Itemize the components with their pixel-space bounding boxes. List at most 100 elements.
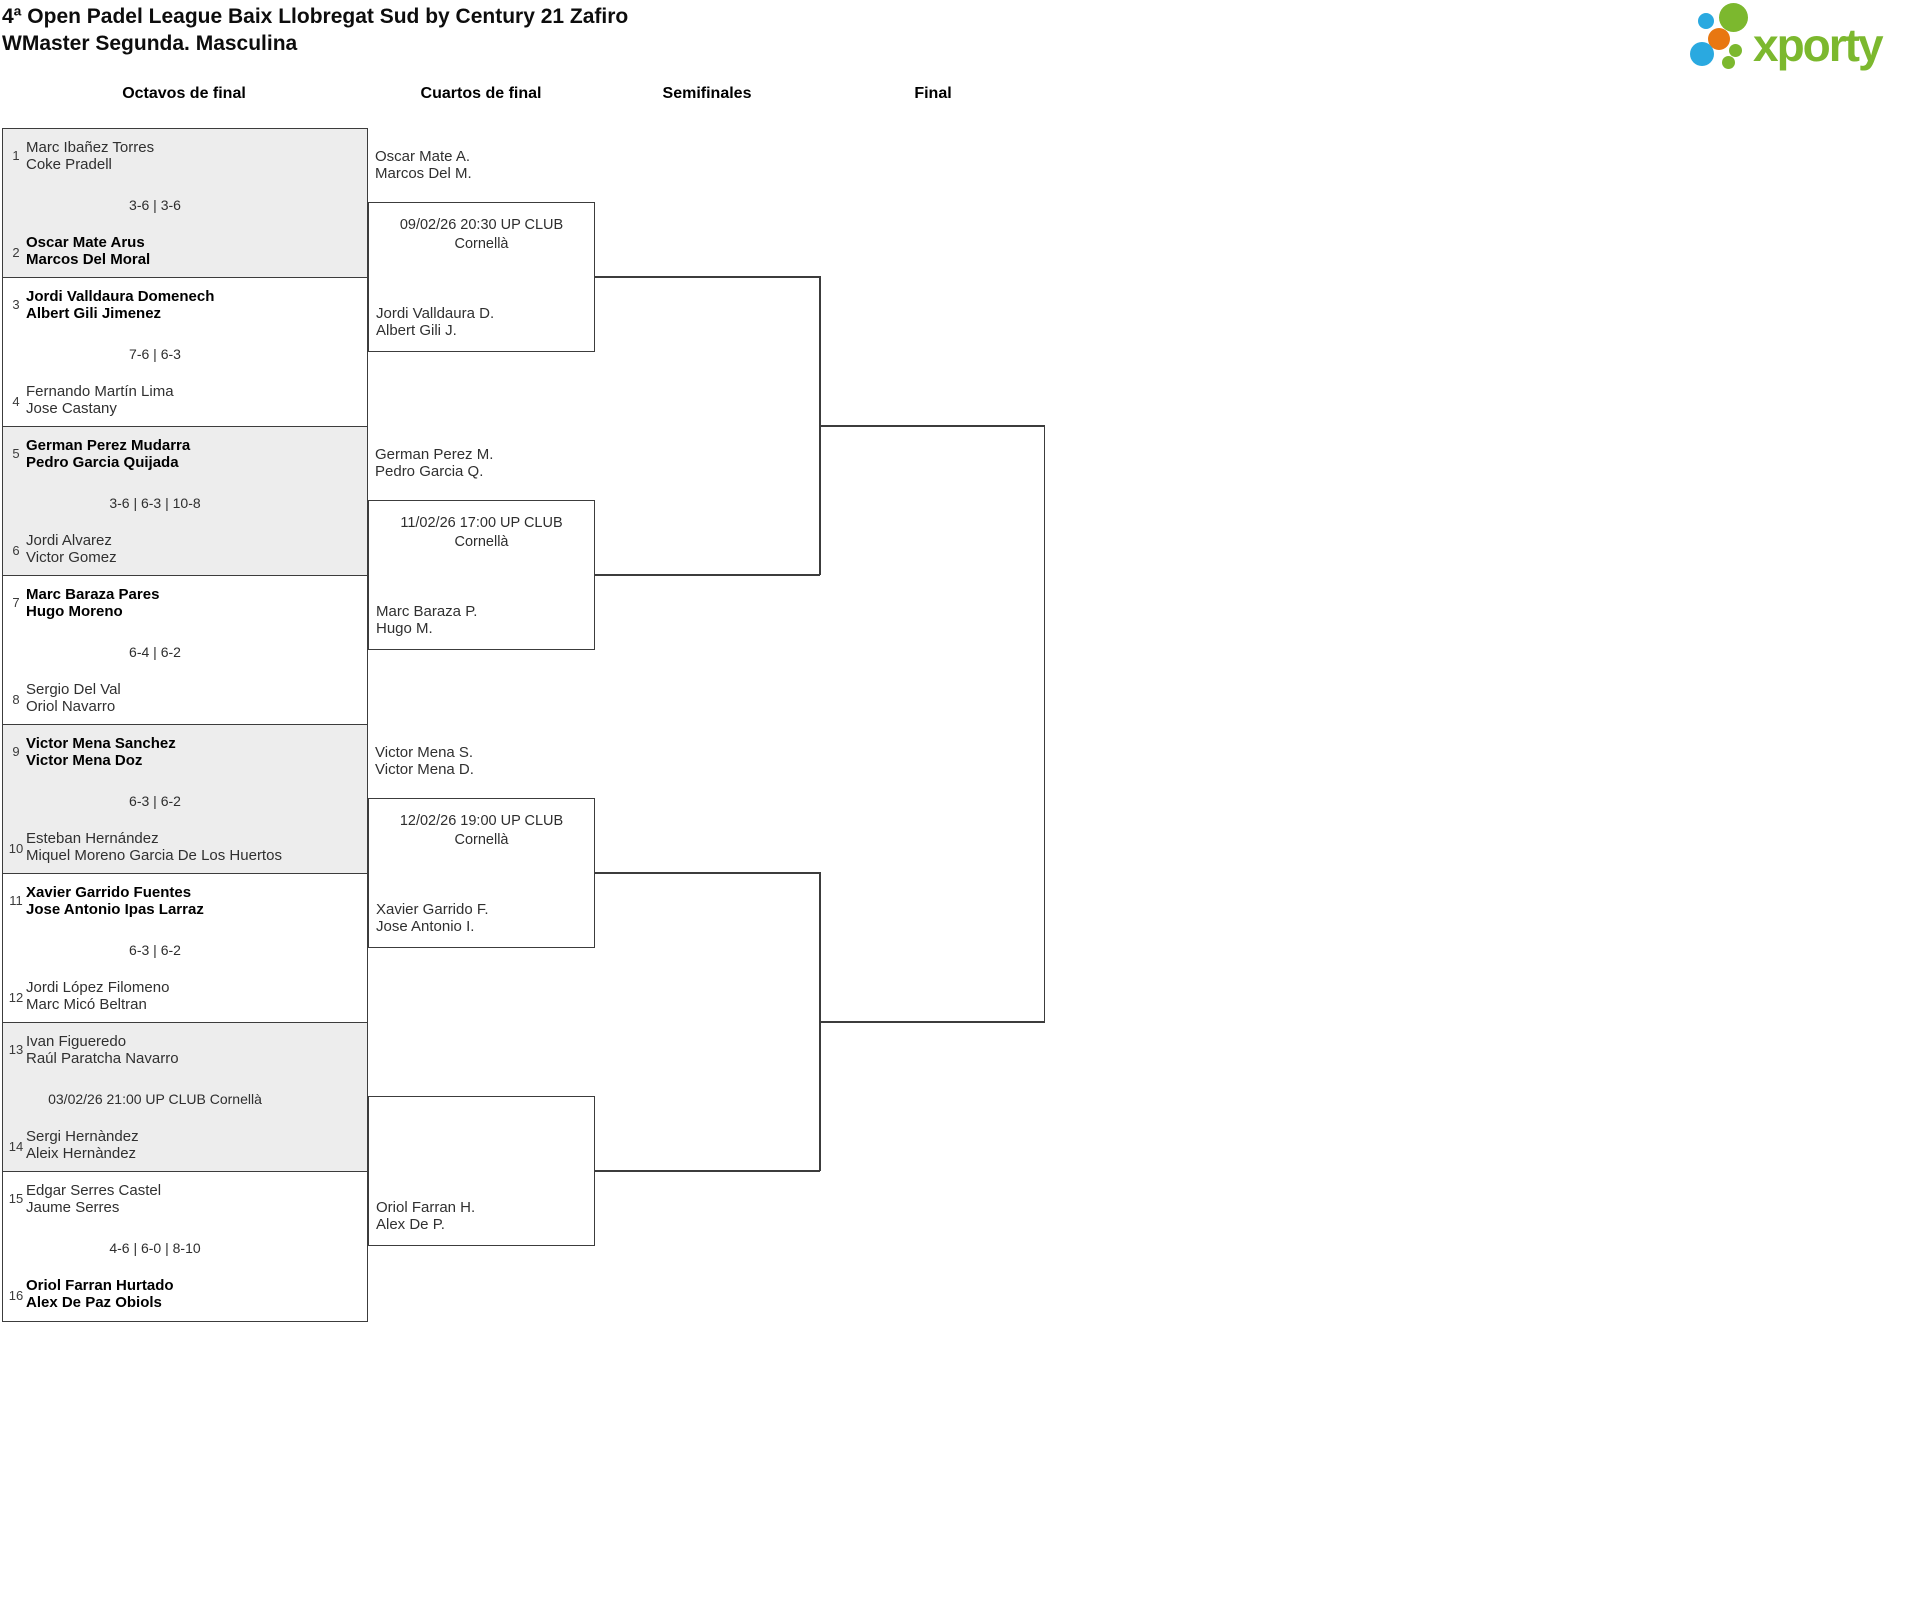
round-header-cuartos: Cuartos de final <box>420 85 542 102</box>
player-name: Raúl Paratcha Navarro <box>26 1050 179 1067</box>
cuartos-1-team-bottom[interactable]: Jordi Valldaura D. Albert Gili J. <box>376 305 494 339</box>
octavos-match-3: 5 German Perez Mudarra Pedro Garcia Quij… <box>2 426 368 577</box>
team-names[interactable]: Marc Baraza Pares Hugo Moreno <box>26 586 361 620</box>
match-schedule: 09/02/26 20:30 UP CLUB Cornellà <box>369 216 594 254</box>
seed-number: 13 <box>8 1042 24 1057</box>
logo-wordmark: xporty <box>1753 19 1884 71</box>
team-names[interactable]: German Perez Mudarra Pedro Garcia Quijad… <box>26 437 361 471</box>
player-name: Hugo Moreno <box>26 603 123 620</box>
octavos-match-2: 3 Jordi Valldaura Domenech Albert Gili J… <box>2 277 368 428</box>
seed-number: 11 <box>9 893 23 908</box>
player-name: Jaume Serres <box>26 1199 120 1216</box>
logo-dot-green-small-bottom <box>1722 56 1735 69</box>
match-score: 6-4 | 6-2 <box>129 644 181 660</box>
connector-line <box>819 425 1045 427</box>
schedule-datetime: 12/02/26 19:00 UP CLUB <box>399 813 564 829</box>
xporty-logo[interactable]: xporty <box>1685 0 1913 80</box>
player-name: Jose Antonio Ipas Larraz <box>26 901 204 918</box>
player-name: Marc Ibañez Torres <box>26 139 155 156</box>
seed-number: 2 <box>12 244 20 260</box>
player-name: Xavier Garrido F. <box>376 901 489 918</box>
player-name: Hugo M. <box>376 620 433 637</box>
cuartos-2-team-top[interactable]: German Perez M. Pedro Garcia Q. <box>375 446 587 480</box>
player-name: Xavier Garrido Fuentes <box>26 884 192 901</box>
octavos-match-4: 7 Marc Baraza Pares Hugo Moreno 6-4 | 6-… <box>2 575 368 726</box>
match-schedule: 12/02/26 19:00 UP CLUB Cornellà <box>369 812 594 850</box>
team-names[interactable]: Jordi Valldaura Domenech Albert Gili Jim… <box>26 288 361 322</box>
schedule-venue: Cornellà <box>454 236 509 252</box>
player-name: German Perez M. <box>375 446 494 463</box>
seed-number: 7 <box>12 595 20 610</box>
team-names[interactable]: Sergio Del Val Oriol Navarro <box>26 681 361 715</box>
player-name: Albert Gili J. <box>376 322 457 339</box>
player-name: Oscar Mate A. <box>375 148 471 165</box>
player-name: Oriol Farran Hurtado <box>26 1276 174 1294</box>
connector-line <box>594 872 820 874</box>
seed-number: 9 <box>12 744 20 759</box>
octavos-match-1: 1 Marc Ibañez Torres Coke Pradell 3-6 | … <box>2 128 368 279</box>
player-name: Jordi Valldaura D. <box>376 305 495 322</box>
team-names[interactable]: Fernando Martín Lima Jose Castany <box>26 383 361 417</box>
team-names[interactable]: Xavier Garrido Fuentes Jose Antonio Ipas… <box>26 884 361 918</box>
match-schedule: 03/02/26 21:00 UP CLUB Cornellà <box>48 1091 262 1107</box>
connector-line <box>594 1170 820 1172</box>
cuartos-3-team-bottom[interactable]: Xavier Garrido F. Jose Antonio I. <box>376 901 489 935</box>
cuartos-match-2: 11/02/26 17:00 UP CLUB Cornellà Marc Bar… <box>368 500 595 650</box>
player-name: Alex De P. <box>376 1216 445 1233</box>
cuartos-match-3: 12/02/26 19:00 UP CLUB Cornellà Xavier G… <box>368 798 595 948</box>
team-names[interactable]: Jordi Alvarez Victor Gomez <box>26 532 361 566</box>
logo-dot-blue-small <box>1698 13 1714 29</box>
seed-number: 4 <box>12 393 20 409</box>
page-title: 4ª Open Padel League Baix Llobregat Sud … <box>2 3 628 57</box>
player-name: Ivan Figueredo <box>26 1033 127 1050</box>
cuartos-4-team-bottom[interactable]: Oriol Farran H. Alex De P. <box>376 1199 475 1233</box>
seed-number: 15 <box>8 1191 24 1206</box>
seed-number: 5 <box>12 446 20 461</box>
seed-number: 16 <box>8 1287 24 1303</box>
match-score: 3-6 | 6-3 | 10-8 <box>109 495 201 511</box>
team-names[interactable]: Jordi López Filomeno Marc Micó Beltran <box>26 979 361 1013</box>
logo-dot-blue-large <box>1690 42 1714 66</box>
player-name: Victor Mena D. <box>375 761 474 778</box>
player-name: Marc Baraza Pares <box>26 586 160 603</box>
match-score: 4-6 | 6-0 | 8-10 <box>109 1240 201 1256</box>
player-name: Esteban Hernández <box>26 829 159 847</box>
player-name: Pedro Garcia Quijada <box>26 454 179 471</box>
logo-dot-orange <box>1708 28 1730 50</box>
player-name: Sergi Hernàndez <box>26 1127 139 1145</box>
cuartos-2-team-bottom[interactable]: Marc Baraza P. Hugo M. <box>376 603 477 637</box>
octavos-match-7: 13 Ivan Figueredo Raúl Paratcha Navarro … <box>2 1022 368 1173</box>
seed-number: 8 <box>12 691 20 707</box>
connector-line <box>594 276 820 278</box>
octavos-match-5: 9 Victor Mena Sanchez Victor Mena Doz 6-… <box>2 724 368 875</box>
match-score: 7-6 | 6-3 <box>129 346 181 362</box>
player-name: Jose Castany <box>26 399 117 417</box>
team-names[interactable]: Edgar Serres Castel Jaume Serres <box>26 1182 361 1216</box>
player-name: Fernando Martín Lima <box>26 382 174 400</box>
team-names[interactable]: Oriol Farran Hurtado Alex De Paz Obiols <box>26 1277 361 1311</box>
team-names[interactable]: Victor Mena Sanchez Victor Mena Doz <box>26 735 361 769</box>
cuartos-match-4: Oriol Farran H. Alex De P. <box>368 1096 595 1246</box>
seed-number: 6 <box>12 542 20 558</box>
player-name: Jordi Valldaura Domenech <box>26 288 215 305</box>
seed-number: 10 <box>8 840 24 856</box>
match-score: 6-3 | 6-2 <box>129 793 181 809</box>
team-names[interactable]: Esteban Hernández Miquel Moreno Garcia D… <box>26 830 361 864</box>
player-name: German Perez Mudarra <box>26 437 191 454</box>
connector-line <box>594 574 820 576</box>
cuartos-3-team-top[interactable]: Victor Mena S. Victor Mena D. <box>375 744 587 778</box>
player-name: Marcos Del M. <box>375 165 472 182</box>
match-schedule: 11/02/26 17:00 UP CLUB Cornellà <box>369 514 594 552</box>
player-name: Oscar Mate Arus <box>26 233 145 251</box>
octavos-match-8: 15 Edgar Serres Castel Jaume Serres 4-6 … <box>2 1171 368 1322</box>
team-names[interactable]: Marc Ibañez Torres Coke Pradell <box>26 139 361 173</box>
schedule-datetime: 09/02/26 20:30 UP CLUB <box>399 217 564 233</box>
logo-dot-green-large <box>1719 3 1748 32</box>
player-name: Victor Mena Sanchez <box>26 735 176 752</box>
cuartos-1-team-top[interactable]: Oscar Mate A. Marcos Del M. <box>375 148 587 182</box>
connector-line <box>819 1021 1045 1023</box>
team-names[interactable]: Ivan Figueredo Raúl Paratcha Navarro <box>26 1033 361 1067</box>
team-names[interactable]: Sergi Hernàndez Aleix Hernàndez <box>26 1128 361 1162</box>
page-title-line2: WMaster Segunda. Masculina <box>2 32 298 55</box>
team-names[interactable]: Oscar Mate Arus Marcos Del Moral <box>26 234 361 268</box>
